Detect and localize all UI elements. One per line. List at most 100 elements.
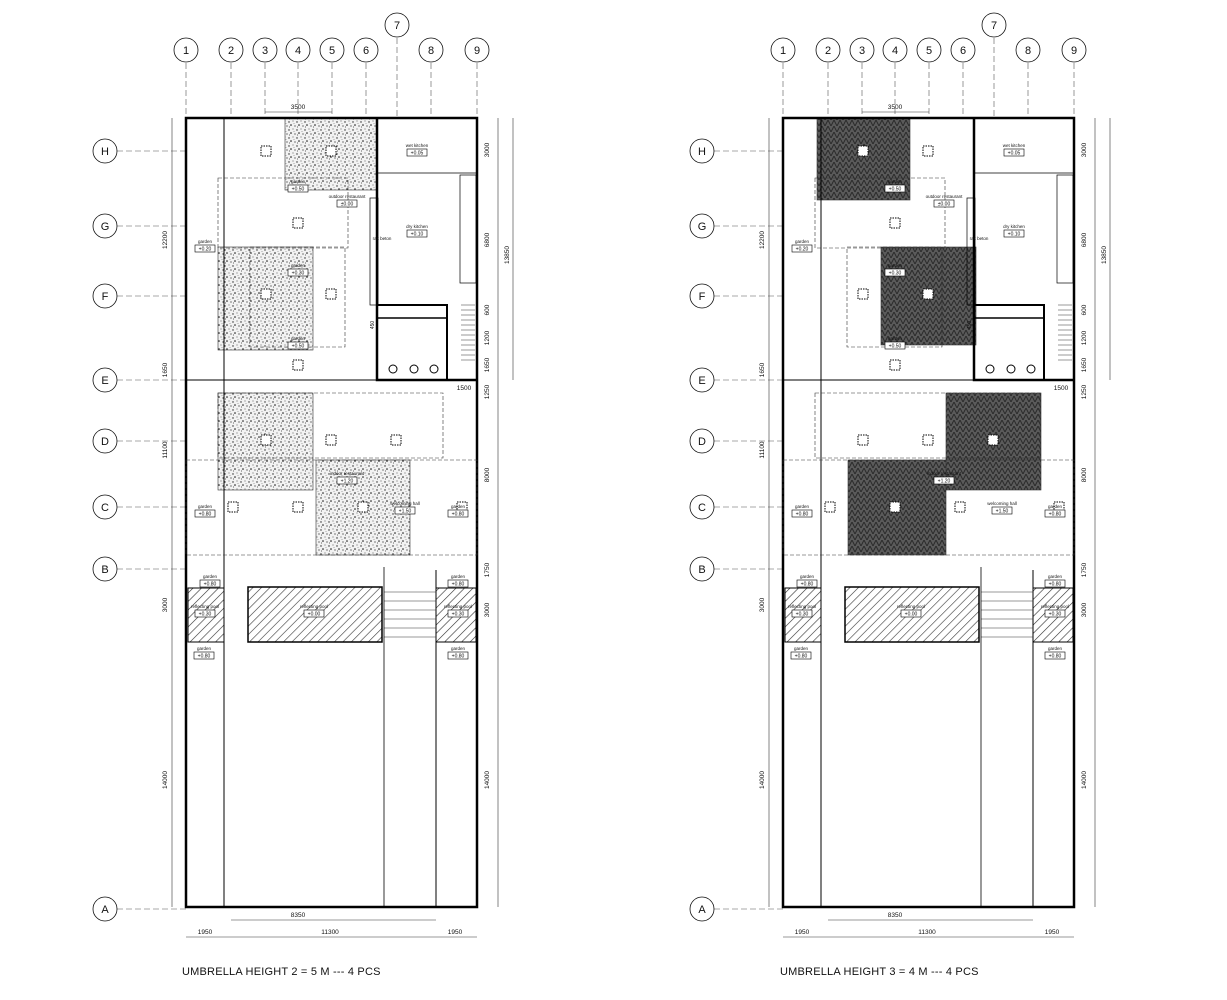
- dimension-right: 1750: [484, 562, 491, 577]
- grid-bubble: [882, 37, 908, 63]
- grid-bubble: [1061, 37, 1087, 63]
- dimension-right: 1250: [1081, 384, 1088, 399]
- room-level: +0.00: [308, 612, 321, 618]
- grid-bubble: [92, 138, 118, 164]
- level-box: [447, 651, 469, 660]
- room-level: +0.50: [889, 344, 902, 350]
- toilet-block: [973, 304, 1045, 381]
- dimension-right: 6800: [1081, 232, 1088, 247]
- room-label: garden: [888, 336, 903, 341]
- grid-label-column: 6: [960, 45, 966, 57]
- level-box: [900, 609, 922, 618]
- grid-label-column: 9: [1071, 45, 1077, 57]
- dimension-bottom-inner: 8350: [888, 912, 903, 919]
- dimension-bottom: 11300: [918, 929, 936, 936]
- grid-bubble: [384, 12, 410, 38]
- room-label: garden: [291, 263, 306, 268]
- grid-bubble: [464, 37, 490, 63]
- room-label: outdoor restaurant: [329, 194, 367, 199]
- dimension-left: 1650: [759, 362, 766, 377]
- grid-label-column: 1: [780, 45, 786, 57]
- room-level: +0.80: [795, 654, 808, 660]
- room-label: indoor restaurant: [330, 471, 365, 476]
- dimension-left: 1650: [162, 362, 169, 377]
- plan-caption-right: UMBRELLA HEIGHT 3 = 4 M --- 4 PCS: [780, 966, 979, 978]
- grid-label-column: 1: [183, 45, 189, 57]
- dimension-right: 600: [484, 304, 491, 315]
- level-box: [991, 506, 1013, 515]
- dimension-left: 3000: [759, 597, 766, 612]
- dimension-bottom: 1950: [795, 929, 810, 936]
- umbrella-pole-icon: [292, 359, 304, 371]
- dimension-bottom-inner: 8350: [291, 912, 306, 919]
- grid-label-column: 4: [295, 45, 301, 57]
- room-level: +0.05: [1008, 151, 1021, 157]
- grid-bubble: [689, 213, 715, 239]
- umbrella-outline: [217, 177, 349, 249]
- room-level: +0.30: [292, 271, 305, 277]
- grid-bubble: [950, 37, 976, 63]
- dimension-top: 3500: [291, 104, 306, 111]
- grid-label-column: 7: [394, 20, 400, 32]
- room-label: garden: [291, 336, 306, 341]
- grid-label-row: B: [698, 564, 705, 576]
- room-level: +0.80: [1049, 654, 1062, 660]
- room-level: +0.30: [889, 271, 902, 277]
- toilet-icon: [429, 364, 439, 374]
- dimension-left: 12200: [162, 231, 169, 249]
- umbrella-pole-icon: [857, 145, 869, 157]
- grid-label-column: 7: [991, 20, 997, 32]
- room-level: +1.50: [399, 509, 412, 515]
- umbrella-pole-icon: [325, 434, 337, 446]
- grid-bubble: [689, 283, 715, 309]
- dimension-right: 1750: [1081, 562, 1088, 577]
- dimension-right: 3000: [1081, 142, 1088, 157]
- room-level: +0.30: [796, 612, 809, 618]
- room-label: dry kitchen: [406, 224, 428, 229]
- umbrella-pole-icon: [987, 434, 999, 446]
- room-label: garden: [451, 574, 466, 579]
- room-label: outdoor restaurant: [926, 194, 964, 199]
- room-label: garden: [1048, 574, 1063, 579]
- grid-bubble: [92, 494, 118, 520]
- room-level: +0.00: [905, 612, 918, 618]
- grid-label-column: 2: [228, 45, 234, 57]
- kitchen-wall: [972, 118, 1074, 382]
- grid-label-column: 5: [329, 45, 335, 57]
- room-label: garden: [203, 574, 218, 579]
- dimension-left: 11100: [162, 441, 169, 458]
- room-level: +0.80: [452, 512, 465, 518]
- grid-bubble: [319, 37, 345, 63]
- grid-label-row: B: [101, 564, 108, 576]
- room-level: +0.30: [199, 612, 212, 618]
- umbrella-pole-icon: [292, 217, 304, 229]
- umbrella-pole-icon: [889, 359, 901, 371]
- room-label: reflecting pool: [300, 604, 328, 609]
- level-box: [336, 476, 358, 485]
- dimension-right: 1200: [1081, 330, 1088, 345]
- grid-label-row: H: [101, 146, 109, 158]
- room-level: +0.80: [1049, 512, 1062, 518]
- grid-bubble: [689, 367, 715, 393]
- grid-bubble: [815, 37, 841, 63]
- grid-label-row: D: [101, 436, 109, 448]
- dimension-bottom: 1950: [1045, 929, 1060, 936]
- dimension-right: 14000: [484, 771, 491, 789]
- grid-label-row: C: [698, 502, 706, 514]
- level-box: [791, 509, 813, 518]
- toilet-icon: [409, 364, 419, 374]
- grid-bubble: [849, 37, 875, 63]
- room-level: +0.50: [292, 187, 305, 193]
- level-box: [790, 651, 812, 660]
- grid-label-row: A: [101, 904, 109, 916]
- room-level: +0.80: [199, 512, 212, 518]
- umbrella-pole-icon: [954, 501, 966, 513]
- umbrella-pole-icon: [922, 145, 934, 157]
- grid-label-column: 6: [363, 45, 369, 57]
- dimension-left: 11100: [759, 441, 766, 458]
- room-level: +0.20: [199, 247, 212, 253]
- level-box: [791, 609, 813, 618]
- umbrella-pole-icon: [889, 217, 901, 229]
